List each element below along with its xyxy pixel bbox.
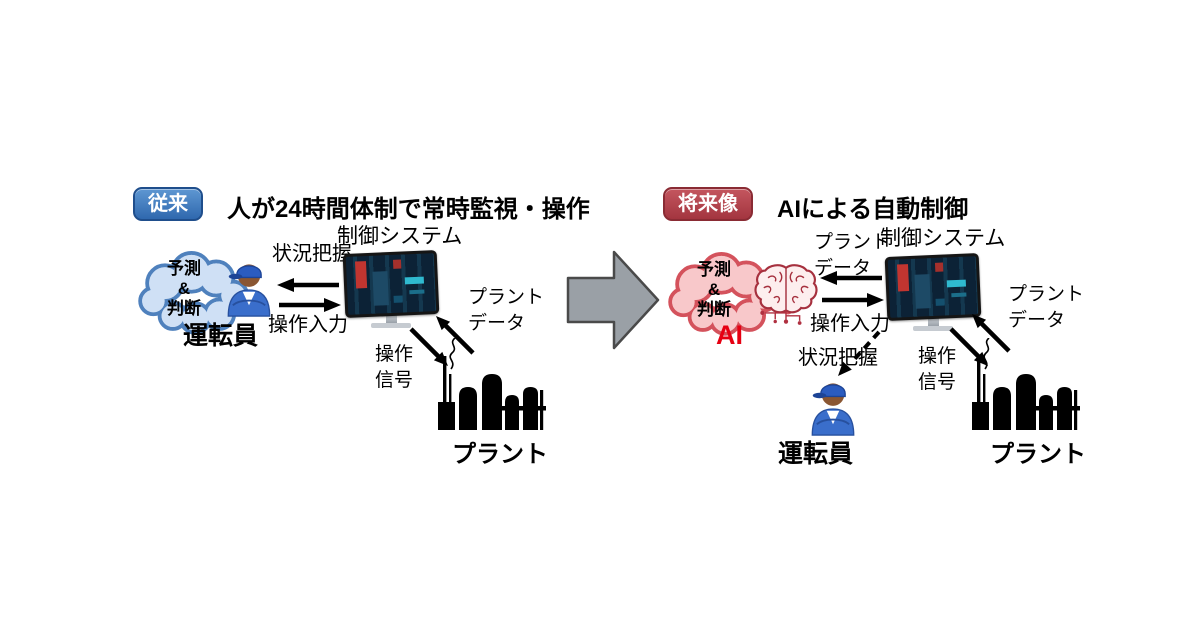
plant-icon <box>438 356 546 430</box>
right-operation-input-label: 操作入力 <box>810 313 890 335</box>
dashed-arrow-down-left-icon <box>838 330 881 376</box>
badge-future-label: 将来像 <box>678 193 738 215</box>
right-plant-data-label: プラント データ <box>1008 282 1084 334</box>
plant-data-line2: データ <box>468 313 526 334</box>
operator-icon <box>811 383 855 436</box>
cloud-line2: & <box>707 280 721 299</box>
right-operator-label: 運転員 <box>778 440 854 468</box>
arrow-right-icon <box>279 298 341 312</box>
right-operation-signal-label: 操作 信号 <box>918 344 956 396</box>
left-panel-title: 人が24時間体制で常時監視・操作 <box>227 196 590 223</box>
control-system-monitor-icon <box>342 249 440 328</box>
monitor-stand-neck <box>385 315 397 323</box>
left-control-system-label: 制御システム <box>337 225 463 248</box>
signal-squiggle-icon <box>983 338 990 370</box>
plant-data-line2: データ <box>814 258 872 279</box>
arrow-up-left-icon <box>436 316 475 355</box>
monitor-screen <box>345 253 437 315</box>
transition-arrow-icon <box>566 250 660 350</box>
left-operator-label: 運転員 <box>183 322 259 350</box>
monitor-bezel <box>884 252 982 322</box>
left-plant-data-label: プラント データ <box>468 285 544 337</box>
plant-data-line1: プラント <box>468 287 545 308</box>
left-cloud-text: 予測 & 判断 <box>146 259 222 319</box>
ai-brain-icon <box>754 264 818 325</box>
cloud-line1: 予測 <box>167 259 201 278</box>
cloud-line2: & <box>177 279 191 298</box>
plant-data-line1: プラント <box>1008 284 1085 305</box>
operation-signal-line1: 操作 <box>375 344 414 365</box>
monitor-bezel <box>342 249 440 319</box>
right-plant-label: プラント <box>990 441 1086 468</box>
monitor-screen <box>887 256 979 318</box>
operation-signal-line2: 信号 <box>375 370 414 391</box>
left-operation-input-label: 操作入力 <box>268 314 348 336</box>
left-plant-label: プラント <box>452 441 548 468</box>
right-cloud-text: 予測 & 判断 <box>676 260 752 320</box>
left-situation-label: 状況把握 <box>272 243 352 265</box>
badge-conventional: 従来 <box>133 187 203 221</box>
control-system-monitor-icon <box>884 252 982 331</box>
right-control-system-label: 制御システム <box>880 227 1006 250</box>
arrow-right-icon <box>822 293 884 307</box>
monitor-stand-base <box>371 323 411 328</box>
right-plant-data-top-label: プラント データ <box>814 230 890 282</box>
ai-label: AI <box>716 320 743 350</box>
signal-squiggle-icon <box>449 338 456 370</box>
operator-icon <box>227 264 271 317</box>
monitor-stand-neck <box>927 318 939 326</box>
arrow-up-left-icon <box>972 314 1011 353</box>
arrow-left-icon <box>820 271 882 285</box>
plant-data-line2: データ <box>1008 310 1066 331</box>
badge-future: 将来像 <box>663 187 753 221</box>
arrow-down-right-icon <box>949 327 988 366</box>
arrow-left-icon <box>277 278 339 292</box>
operation-signal-line1: 操作 <box>918 346 957 367</box>
cloud-line1: 予測 <box>697 260 731 279</box>
left-operation-signal-label: 操作 信号 <box>375 342 413 394</box>
cloud-line3: 判断 <box>167 299 201 318</box>
cloud-line3: 判断 <box>697 300 731 319</box>
right-panel-title: AIによる自動制御 <box>777 196 969 223</box>
plant-data-line1: プラント <box>814 232 891 253</box>
plant-icon <box>972 356 1080 430</box>
operation-signal-line2: 信号 <box>918 372 957 393</box>
monitor-stand-base <box>913 326 953 331</box>
badge-conventional-label: 従来 <box>148 193 188 215</box>
